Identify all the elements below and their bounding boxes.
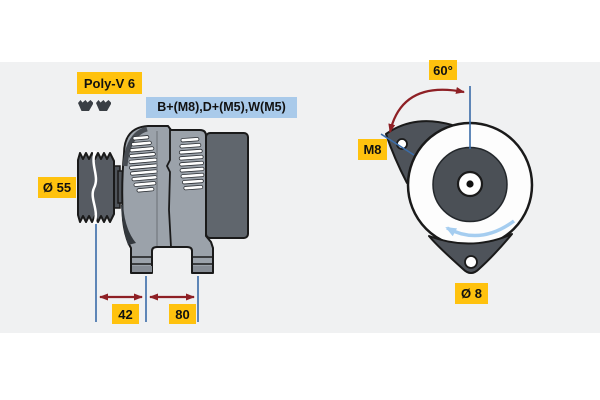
- alternator-front-view: [380, 86, 534, 274]
- poly-v-belt-icon: [78, 100, 111, 111]
- alternator-side-view: [77, 100, 249, 322]
- vent-slots-rear: [178, 137, 205, 191]
- mount-hole-bottom: [464, 255, 478, 269]
- m8-axis-line: [380, 133, 415, 156]
- mounting-feet-detail: [131, 256, 213, 272]
- mount-thread-label: M8: [358, 139, 387, 160]
- belt-type-label: Poly-V 6: [77, 72, 142, 94]
- shaft-center-dot: [466, 180, 474, 188]
- dimension-label-80: 80: [169, 304, 196, 324]
- front-bracket-edge-shading: [122, 126, 148, 167]
- dimension-label-42: 42: [112, 304, 139, 324]
- mounting-lug-bottom: [428, 233, 513, 274]
- ccw-rotation-arrow-icon: [445, 219, 516, 238]
- mount-hole-diameter-label: Ø 8: [455, 283, 488, 304]
- pulley-break-line: [91, 150, 98, 225]
- pulley-diameter-label: Ø 55: [38, 177, 76, 198]
- rear-cover-block: [205, 132, 249, 239]
- housing-seam: [165, 128, 172, 248]
- angle-arc-arrow-60: [388, 87, 465, 133]
- mount-angle-label: 60°: [429, 60, 457, 80]
- poly-v-pulley: [77, 152, 115, 223]
- vent-slots-front: [128, 135, 158, 193]
- front-bracket-lower-shading: [121, 205, 136, 245]
- terminals-label: B+(M8),D+(M5),W(M5): [146, 97, 297, 118]
